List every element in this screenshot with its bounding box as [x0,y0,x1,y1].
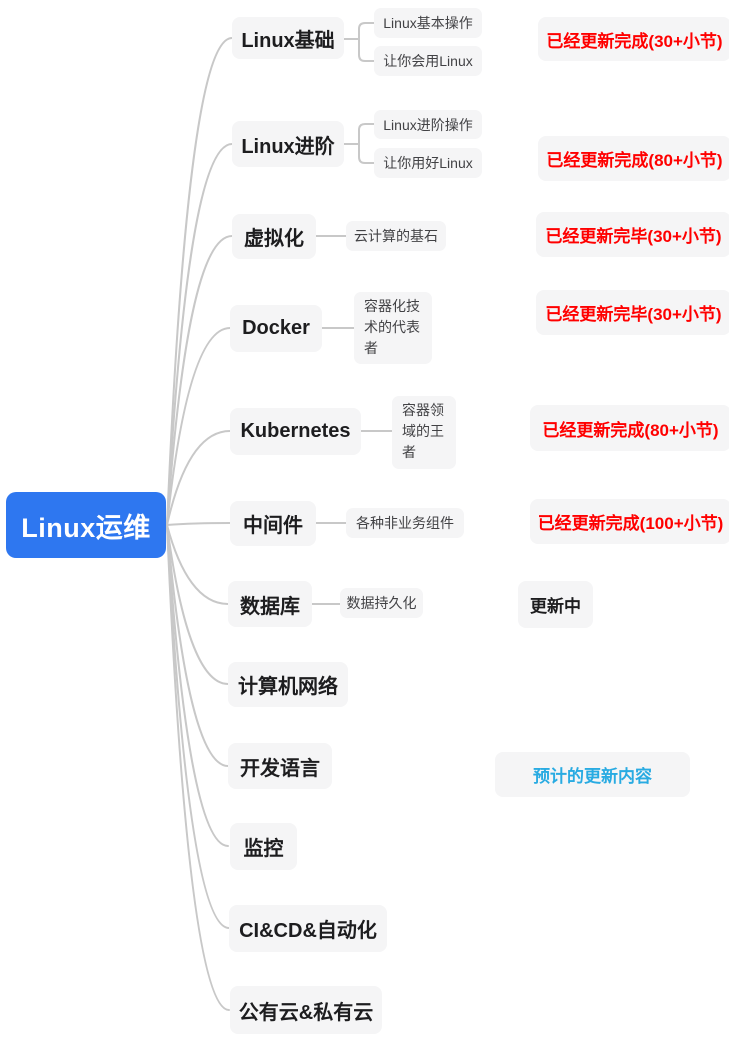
planned-content-header[interactable]: 预计的更新内容 [495,752,690,797]
child-node-virtualization-desc[interactable]: 云计算的基石 [346,221,446,251]
status-badge-linux-advanced[interactable]: 已经更新完成(80+小节) [538,136,729,181]
status-badge-virtualization[interactable]: 已经更新完毕(30+小节) [536,212,729,257]
branch-curve-kubernetes [166,430,231,526]
branch-curve-linux-advanced [166,143,233,526]
branch-curve-cicd [166,524,230,929]
topic-node-linux-advanced[interactable]: Linux进阶 [232,121,344,167]
status-badge-linux-basic[interactable]: 已经更新完成(30+小节) [538,17,729,61]
status-badge-docker[interactable]: 已经更新完毕(30+小节) [536,290,729,335]
root-node[interactable]: Linux运维 [6,492,166,558]
child-node-kubernetes-desc[interactable]: 容器领域的王者 [392,396,456,469]
child-bracket-linux-basic [343,22,375,62]
topic-node-cicd[interactable]: CI&CD&自动化 [229,905,387,952]
branch-curve-virtualization [166,235,233,526]
branch-curve-cloud [166,524,230,1011]
topic-node-database[interactable]: 数据库 [228,581,312,627]
topic-node-network[interactable]: 计算机网络 [228,662,348,707]
branch-curve-dev-language [166,524,229,767]
child-node-docker-desc[interactable]: 容器化技术的代表者 [354,292,432,364]
topic-node-docker[interactable]: Docker [230,305,322,352]
child-node-middleware-desc[interactable]: 各种非业务组件 [346,508,464,538]
branch-curve-linux-basic [166,37,233,526]
child-node-database-desc[interactable]: 数据持久化 [340,588,423,618]
status-badge-middleware[interactable]: 已经更新完成(100+小节) [530,499,729,544]
child-node-linux-advanced-ops[interactable]: Linux进阶操作 [374,110,482,139]
branch-curve-middleware [166,522,231,526]
status-badge-database[interactable]: 更新中 [518,581,593,628]
child-node-linux-basic-goal[interactable]: 让你会用Linux [374,46,482,76]
child-node-linux-basic-ops[interactable]: Linux基本操作 [374,8,482,38]
topic-node-monitoring[interactable]: 监控 [230,823,297,870]
topic-node-kubernetes[interactable]: Kubernetes [230,408,361,455]
topic-node-middleware[interactable]: 中间件 [230,501,316,546]
child-node-linux-advanced-goal[interactable]: 让你用好Linux [374,148,482,178]
branch-curve-docker [166,327,231,526]
topic-node-cloud[interactable]: 公有云&私有云 [230,986,382,1034]
child-bracket-linux-advanced [343,123,375,164]
branch-curve-database [166,524,229,605]
topic-node-linux-basic[interactable]: Linux基础 [232,17,344,59]
branch-curve-monitoring [166,524,229,847]
status-badge-kubernetes[interactable]: 已经更新完成(80+小节) [530,405,729,451]
branch-curve-network [166,524,229,685]
topic-node-dev-language[interactable]: 开发语言 [228,743,332,789]
topic-node-virtualization[interactable]: 虚拟化 [232,214,316,259]
